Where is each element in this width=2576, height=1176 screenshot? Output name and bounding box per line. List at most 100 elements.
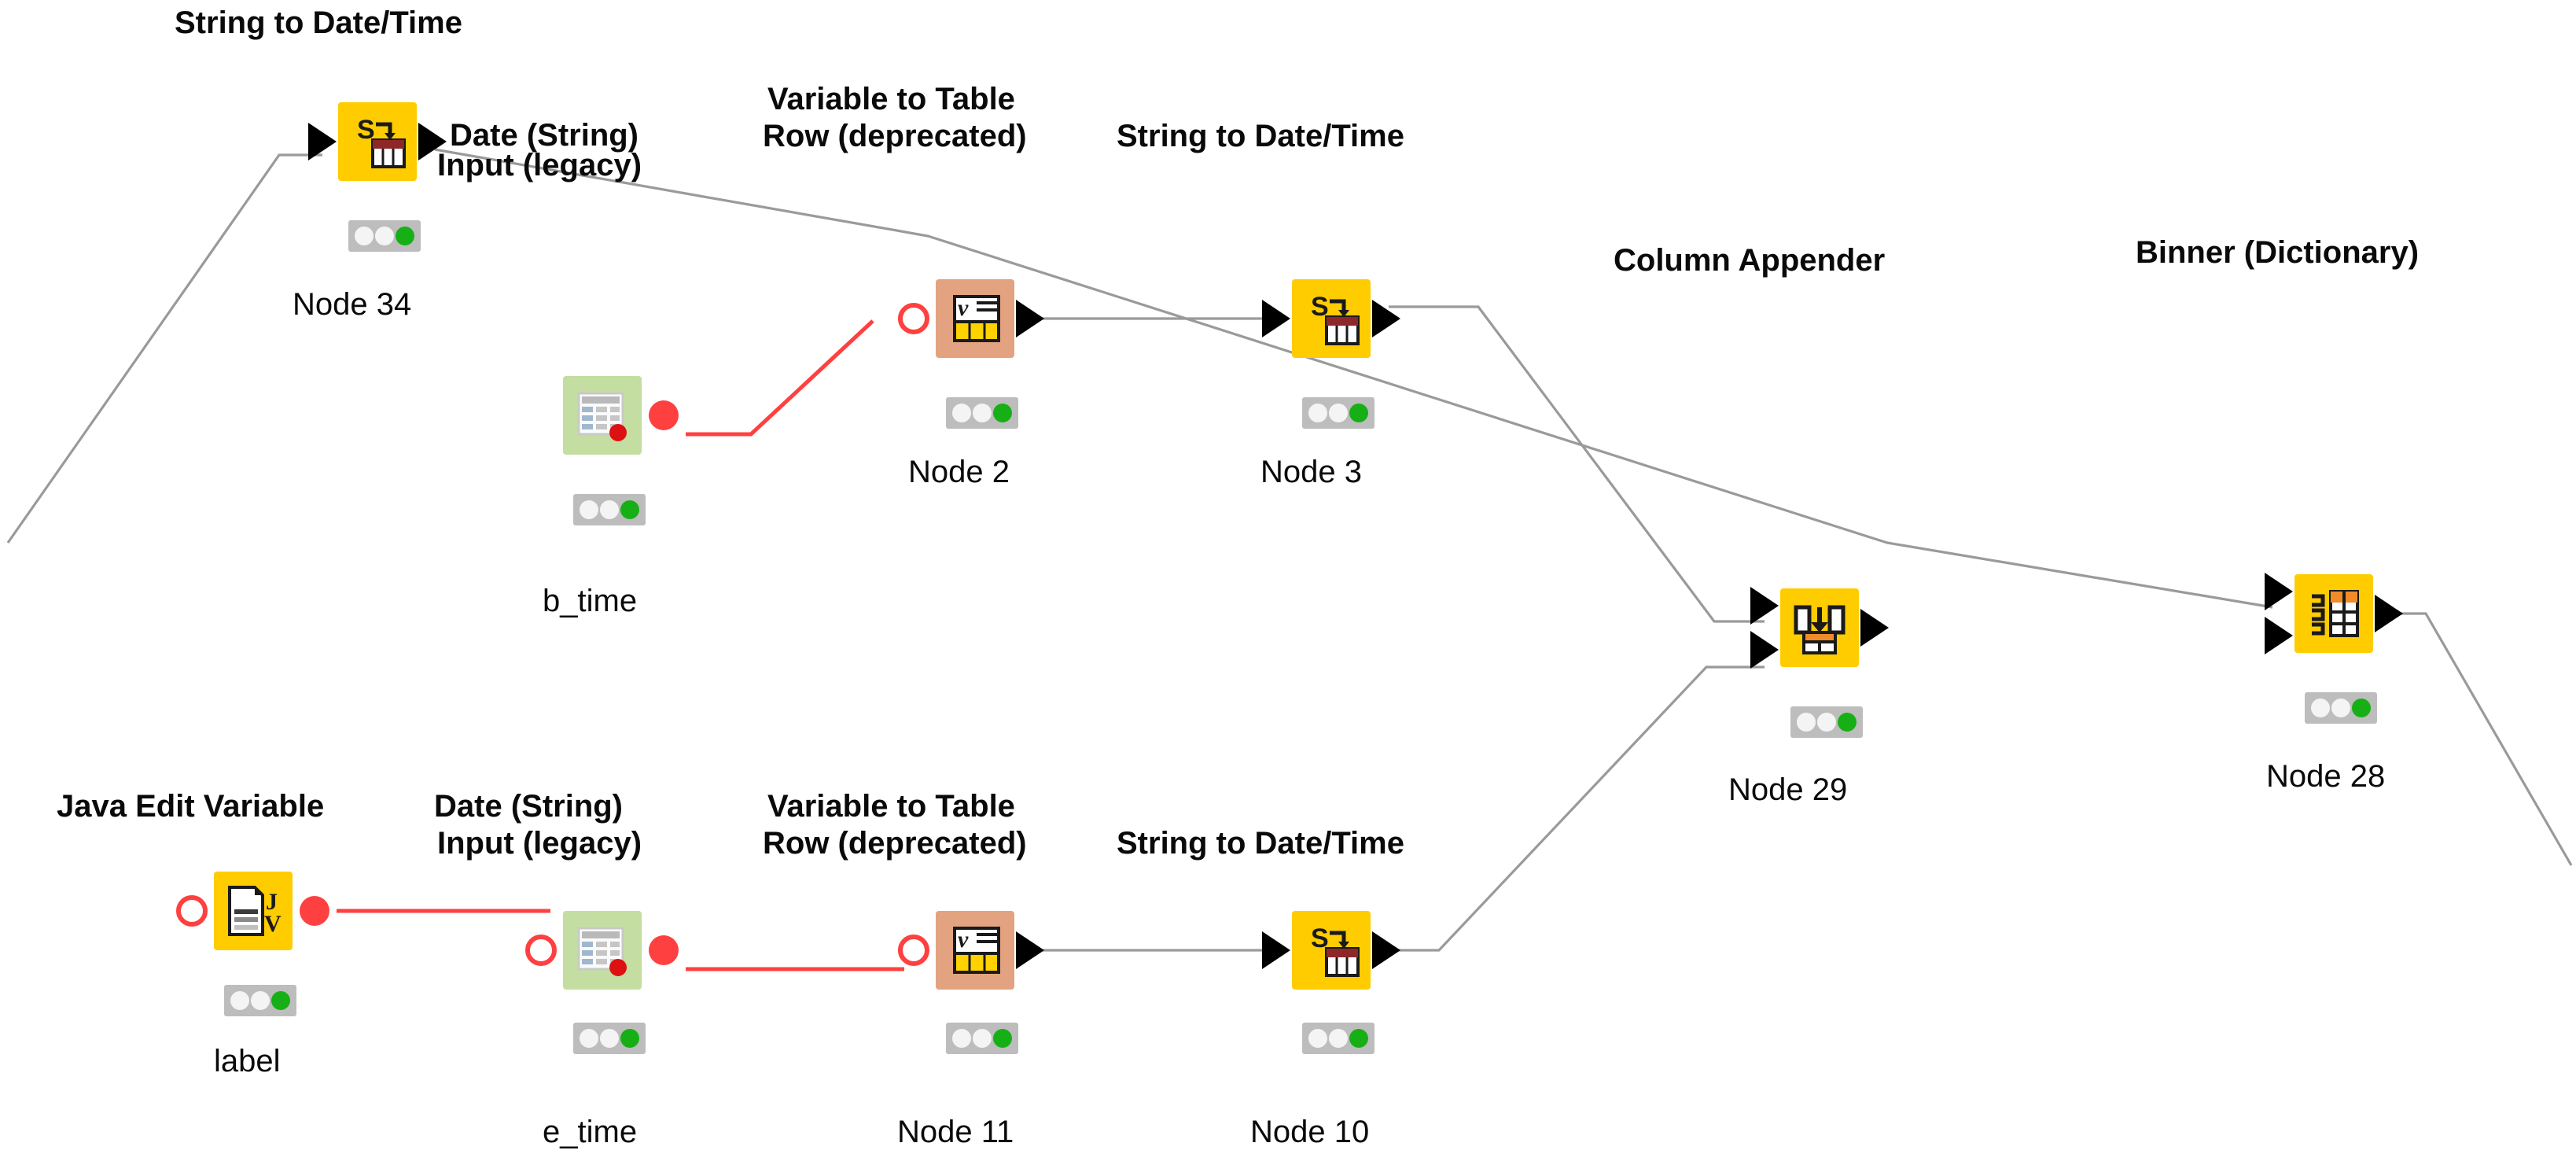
connection-e-node34-node28[interactable] bbox=[434, 148, 2273, 609]
node-icon-string-to-datetime: S bbox=[1311, 923, 1360, 977]
node-icon-string-to-datetime: S bbox=[1311, 292, 1360, 345]
node-status-node34 bbox=[348, 220, 421, 252]
connection-e-btime-node2[interactable] bbox=[686, 319, 874, 437]
icon-letter-v: v bbox=[958, 295, 969, 321]
input-port-variable-label-0[interactable] bbox=[176, 895, 208, 927]
node-status-etime bbox=[573, 1023, 646, 1054]
connection-e-offcanvas-node34[interactable] bbox=[6, 153, 322, 544]
input-port-node28-0[interactable] bbox=[2265, 573, 2293, 610]
icon-calendar-header bbox=[1327, 317, 1358, 326]
node-icon-string-to-datetime: S bbox=[357, 115, 406, 168]
node-btime[interactable]: Date (String)Input (legacy)b_time bbox=[437, 118, 679, 618]
icon-arrow-hook bbox=[1330, 931, 1346, 946]
icon-letter-s: S bbox=[1311, 292, 1329, 322]
icon-column-right bbox=[1827, 605, 1846, 635]
node-name-label: label bbox=[214, 1044, 281, 1078]
input-port-node29-1[interactable] bbox=[1750, 631, 1779, 669]
node-title-node29: Column Appender bbox=[1614, 243, 1885, 278]
node-status-node3 bbox=[1302, 397, 1374, 429]
output-port-variable-etime-0[interactable] bbox=[649, 935, 679, 965]
connections-layer bbox=[6, 148, 2573, 971]
node-name-etime: e_time bbox=[543, 1115, 637, 1149]
icon-arrow-hook bbox=[1330, 299, 1346, 314]
connection-e-node28-offcanvas[interactable] bbox=[2391, 612, 2573, 866]
icon-letter-v: V bbox=[264, 911, 282, 937]
input-port-node10-0[interactable] bbox=[1262, 931, 1290, 969]
status-configured-light bbox=[2331, 699, 2350, 717]
icon-form-cell bbox=[610, 950, 620, 956]
output-port-node11-0[interactable] bbox=[1016, 931, 1044, 969]
status-configured-light bbox=[1817, 713, 1836, 732]
icon-arrow-hook bbox=[376, 122, 392, 137]
node-title-node28: Binner (Dictionary) bbox=[2136, 235, 2419, 270]
status-idle-light bbox=[580, 1029, 598, 1048]
status-idle-light bbox=[2311, 699, 2330, 717]
status-executed-light bbox=[620, 500, 639, 519]
icon-form-cell bbox=[610, 415, 620, 421]
output-port-node3-0[interactable] bbox=[1372, 300, 1400, 337]
status-executed-light bbox=[1838, 713, 1857, 732]
node-icon-column-appender bbox=[1794, 605, 1846, 654]
icon-variable-dot bbox=[609, 424, 627, 441]
node-icon-java-edit-variable: JV bbox=[228, 886, 282, 937]
icon-bracket bbox=[2312, 594, 2325, 607]
icon-calendar-grid bbox=[381, 149, 395, 167]
input-port-node3-0[interactable] bbox=[1262, 300, 1290, 337]
input-port-node34-0[interactable] bbox=[308, 123, 337, 160]
output-port-node28-0[interactable] bbox=[2375, 595, 2403, 632]
input-port-variable-node2-0[interactable] bbox=[898, 303, 929, 334]
node-title-node10: String to Date/Time bbox=[1117, 826, 1404, 861]
node-name-node11: Node 11 bbox=[897, 1115, 1014, 1149]
icon-form-cell bbox=[596, 424, 607, 429]
icon-form-cell bbox=[596, 950, 607, 956]
status-idle-light bbox=[580, 500, 598, 519]
node-etime[interactable]: Date (String)Input (legacy) e_time bbox=[434, 789, 679, 1149]
icon-form-cell bbox=[610, 942, 620, 947]
node-name-node34: Node 34 bbox=[293, 287, 411, 322]
input-port-variable-etime-0[interactable] bbox=[525, 935, 557, 966]
output-port-variable-label-0[interactable] bbox=[300, 896, 329, 926]
node-subtitle-etime: Input (legacy) bbox=[437, 826, 642, 861]
status-idle-light bbox=[1797, 713, 1816, 732]
node-status-node29 bbox=[1790, 706, 1863, 738]
connection-e-node3-node29[interactable] bbox=[1389, 305, 1765, 623]
status-executed-light bbox=[620, 1029, 639, 1048]
icon-form-cell bbox=[582, 950, 593, 956]
node-node28[interactable]: Binner (Dictionary)Node 28 bbox=[2136, 235, 2419, 794]
output-port-node10-0[interactable] bbox=[1372, 931, 1400, 969]
output-port-node29-0[interactable] bbox=[1860, 609, 1889, 647]
icon-row-highlight bbox=[953, 952, 1000, 974]
input-port-node28-1[interactable] bbox=[2265, 617, 2293, 654]
node-title-node34: String to Date/Time bbox=[175, 6, 462, 40]
status-configured-light bbox=[251, 991, 270, 1010]
node-subtitle-btime: Input (legacy) bbox=[437, 148, 642, 182]
status-idle-light bbox=[1308, 1029, 1327, 1048]
icon-document-fold bbox=[255, 887, 263, 895]
node-icon-variable-to-table-row: v bbox=[953, 927, 1000, 974]
node-subtitle-node2: Row (deprecated) bbox=[763, 119, 1027, 153]
node-subtitle-node11: Row (deprecated) bbox=[763, 826, 1027, 861]
status-executed-light bbox=[993, 404, 1012, 422]
icon-calendar-header bbox=[1327, 949, 1358, 957]
status-executed-light bbox=[271, 991, 290, 1010]
output-port-variable-btime-0[interactable] bbox=[649, 400, 679, 430]
input-port-variable-node11-0[interactable] bbox=[898, 935, 929, 966]
icon-letter-v: v bbox=[958, 927, 969, 953]
output-port-node34-0[interactable] bbox=[418, 123, 447, 160]
status-idle-light bbox=[230, 991, 249, 1010]
icon-form-header bbox=[582, 396, 620, 404]
connection-e-node10-node29[interactable] bbox=[1389, 665, 1765, 952]
input-port-node29-0[interactable] bbox=[1750, 587, 1779, 625]
node-title-etime: Date (String) bbox=[434, 789, 623, 824]
output-port-node2-0[interactable] bbox=[1016, 300, 1044, 337]
icon-arrow-head bbox=[1338, 942, 1349, 949]
